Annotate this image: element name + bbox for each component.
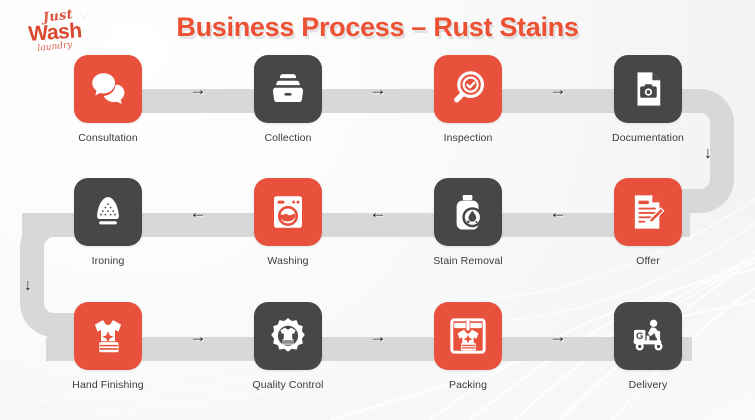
step-label: Ironing [91,255,125,267]
arrow-left-3: ← [549,203,567,222]
step-label: Quality Control [252,379,324,391]
step-hand-finishing[interactable]: Hand Finishing [48,302,168,391]
shirt-sparkle-icon [74,302,142,370]
arrow-down-right: ↓ [704,145,712,162]
speech-bubbles-icon [74,55,142,123]
washing-machine-icon [254,178,322,246]
arrow-right-5: → [369,327,387,346]
document-pencil-icon [614,178,682,246]
step-consultation[interactable]: Consultation [48,55,168,144]
arrow-right-3: → [549,80,567,99]
step-label: Delivery [628,379,668,391]
iron-icon [74,178,142,246]
arrow-right-2: → [369,80,387,99]
connector-band-row3 [46,337,692,361]
step-quality-control[interactable]: Quality Control [228,302,348,391]
quality-badge-icon [254,302,322,370]
step-collection[interactable]: Collection [228,55,348,144]
step-documentation[interactable]: Documentation [588,55,708,144]
step-washing[interactable]: Washing [228,178,348,267]
step-label: Stain Removal [433,255,503,267]
step-label: Washing [267,255,309,267]
step-label: Inspection [443,132,493,144]
step-delivery[interactable]: G Delivery [588,302,708,391]
step-label: Documentation [612,132,684,144]
packed-box-icon [434,302,502,370]
step-inspection[interactable]: Inspection [408,55,528,144]
step-packing[interactable]: Packing [408,302,528,391]
page-title: Business Process – Rust Stains [176,12,579,42]
step-label: Offer [636,255,660,267]
step-label: Hand Finishing [72,379,144,391]
logo-sparkle-icon: ˙·˙ [80,13,88,22]
step-ironing[interactable]: Ironing [48,178,168,267]
arrow-right-6: → [549,327,567,346]
connector-band-row1 [96,89,686,113]
arrow-left-1: ← [189,203,207,222]
svg-text:G: G [636,331,643,342]
step-stain-removal[interactable]: Stain Removal [408,178,528,267]
brand-logo: ˙·˙ Just Wash laundry [16,7,94,62]
step-label: Consultation [78,132,138,144]
arrow-right-1: → [189,80,207,99]
document-camera-icon [614,55,682,123]
detergent-bottle-icon [434,178,502,246]
arrow-right-4: → [189,327,207,346]
step-label: Packing [448,379,488,391]
magnifier-check-icon [434,55,502,123]
process-row-1: Consultation → Collection → [0,55,755,165]
step-label: Collection [264,132,312,144]
process-row-3: Hand Finishing → Quality Control → [0,302,755,412]
arrow-down-left: ↓ [24,277,32,294]
scooter-delivery-icon: G [614,302,682,370]
laundry-basket-icon [254,55,322,123]
step-offer[interactable]: Offer [588,178,708,267]
process-row-2: Ironing ← Washing ← [0,178,755,288]
arrow-left-2: ← [369,203,387,222]
